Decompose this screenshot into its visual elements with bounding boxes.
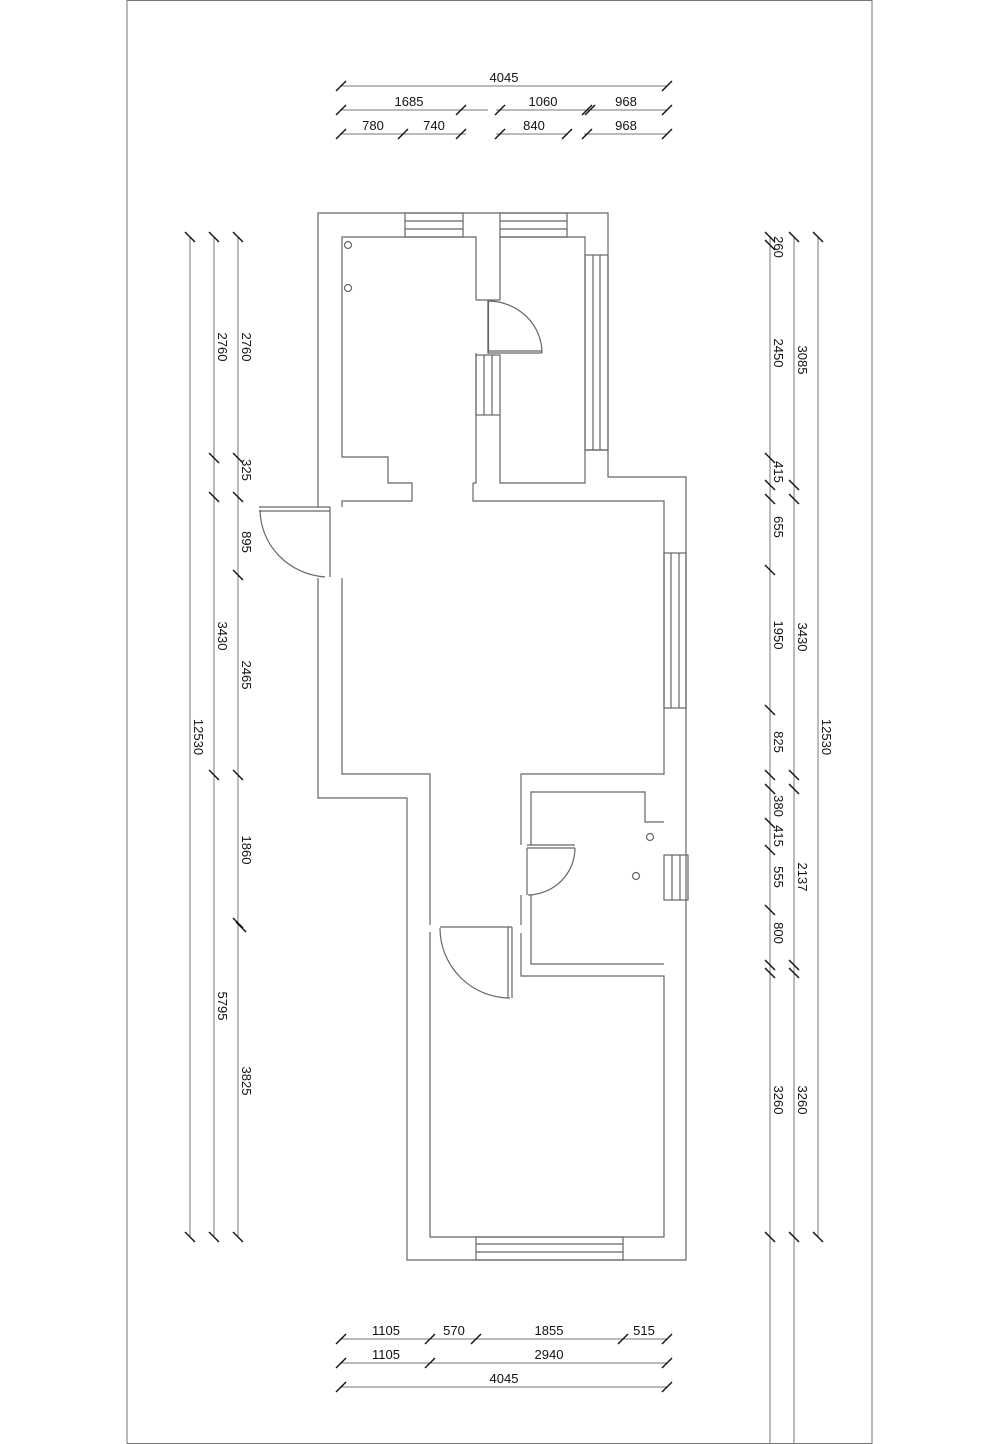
- dim-label: 1950: [771, 621, 786, 650]
- pipe-icon: [343, 283, 353, 293]
- dim-label: 4045: [490, 1371, 519, 1386]
- dim-label: 4045: [490, 70, 519, 85]
- dim-label: 3085: [795, 346, 810, 375]
- bottom-dimensions: 1105 570 1855 515 1105 2940 4045: [335, 1323, 673, 1393]
- dim-label: 2450: [771, 339, 786, 368]
- window-bottom: [475, 1236, 624, 1261]
- top-dimensions: 4045 1685 1060 968 780 740 840 968: [335, 70, 673, 140]
- pipe-fixtures: [343, 240, 655, 881]
- dim-label: 325: [239, 459, 254, 481]
- door-bathroom: [526, 844, 576, 896]
- dim-label: 5795: [215, 992, 230, 1021]
- dim-label: 3260: [771, 1086, 786, 1115]
- left-dimensions: 12530 2760 3430 5795 2760 325 895 2465 1…: [184, 231, 254, 1243]
- window-top-right: [499, 212, 568, 238]
- dim-label: 2760: [239, 333, 254, 362]
- right-dimensions: 12530 3085 3430 2137 3260 260 2450 415 6…: [764, 231, 834, 1444]
- dim-label: 780: [362, 118, 384, 133]
- dim-label: 1060: [529, 94, 558, 109]
- dim-label: 3430: [795, 623, 810, 652]
- dim-label: 1860: [239, 836, 254, 865]
- dim-label: 740: [423, 118, 445, 133]
- dim-label: 800: [771, 922, 786, 944]
- door-bedroom: [439, 926, 513, 999]
- dim-label: 3260: [795, 1086, 810, 1115]
- dim-label: 2137: [795, 863, 810, 892]
- window-top-left: [404, 212, 464, 238]
- dim-label: 840: [523, 118, 545, 133]
- window-right-upper: [584, 254, 609, 451]
- dim-label: 3430: [215, 622, 230, 651]
- pipe-icon: [343, 240, 353, 250]
- dim-label: 380: [771, 795, 786, 817]
- dim-label: 655: [771, 516, 786, 538]
- dim-label: 2760: [215, 333, 230, 362]
- doors: [259, 300, 576, 999]
- dim-label: 2465: [239, 661, 254, 690]
- dim-label: 415: [771, 461, 786, 483]
- window-partition: [475, 354, 501, 416]
- dim-label: 515: [633, 1323, 655, 1338]
- window-living-room: [663, 552, 687, 709]
- dim-label: 1105: [372, 1347, 400, 1362]
- dim-label: 1855: [535, 1323, 564, 1338]
- dim-label: 968: [615, 94, 637, 109]
- door-upper-room: [487, 300, 543, 354]
- door-entrance: [259, 506, 331, 578]
- dim-label: 968: [615, 118, 637, 133]
- dim-label: 555: [771, 866, 786, 888]
- dim-label: 260: [771, 236, 786, 258]
- dim-label: 570: [443, 1323, 465, 1338]
- dim-label: 12530: [819, 719, 834, 755]
- walls: [317, 212, 687, 1261]
- pipe-icon: [645, 832, 655, 842]
- pipe-icon: [631, 871, 641, 881]
- windows: [404, 212, 689, 1261]
- dim-label: 895: [239, 531, 254, 553]
- dim-label: 2940: [535, 1347, 564, 1362]
- dim-label: 415: [771, 825, 786, 847]
- window-bathroom: [663, 854, 689, 901]
- dim-label: 825: [771, 731, 786, 753]
- dim-label: 1685: [395, 94, 424, 109]
- dim-label: 12530: [191, 719, 206, 755]
- dim-label: 3825: [239, 1067, 254, 1096]
- dim-label: 1105: [372, 1323, 400, 1338]
